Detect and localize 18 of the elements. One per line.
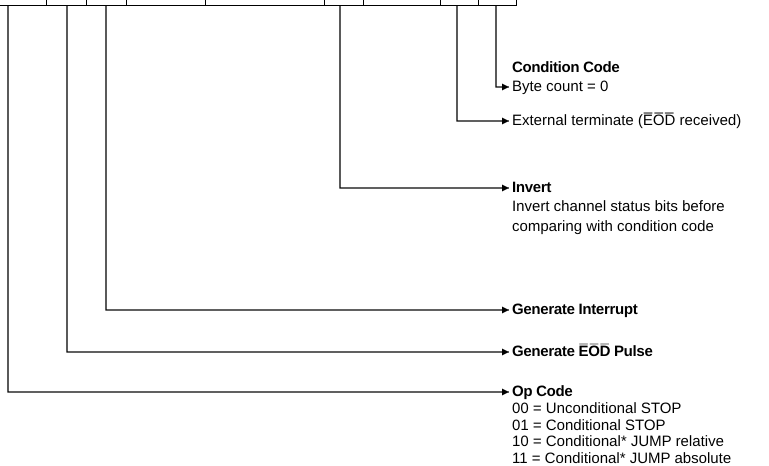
field-heading: Generate E̅O̅D̅ Pulse: [512, 342, 652, 361]
field-description: Byte count = 0: [512, 77, 608, 96]
leader-arrow: [105, 6, 509, 314]
field-description: 01 = Conditional STOP: [512, 418, 667, 434]
field-description: Invert channel status bits before comparing with condition code: [512, 197, 726, 237]
field-description: 11 = Conditional* JUMP absolute: [512, 450, 732, 466]
leader-arrow: [495, 6, 509, 90]
field-heading: Op Code: [512, 382, 574, 401]
field-heading: Condition Code: [512, 58, 620, 77]
leader-arrow: [66, 6, 509, 356]
field-description: 10 = Conditional* JUMP relative: [512, 434, 725, 450]
field-description: External terminate (E̅O̅D̅ received): [512, 111, 742, 130]
field-heading: Invert: [512, 178, 552, 197]
leader-arrow: [339, 6, 509, 192]
leader-arrow: [456, 6, 509, 124]
field-description: 00 = Unconditional STOP: [512, 401, 682, 418]
leader-arrow: [7, 6, 509, 396]
field-heading: Generate Interrupt: [512, 300, 638, 319]
